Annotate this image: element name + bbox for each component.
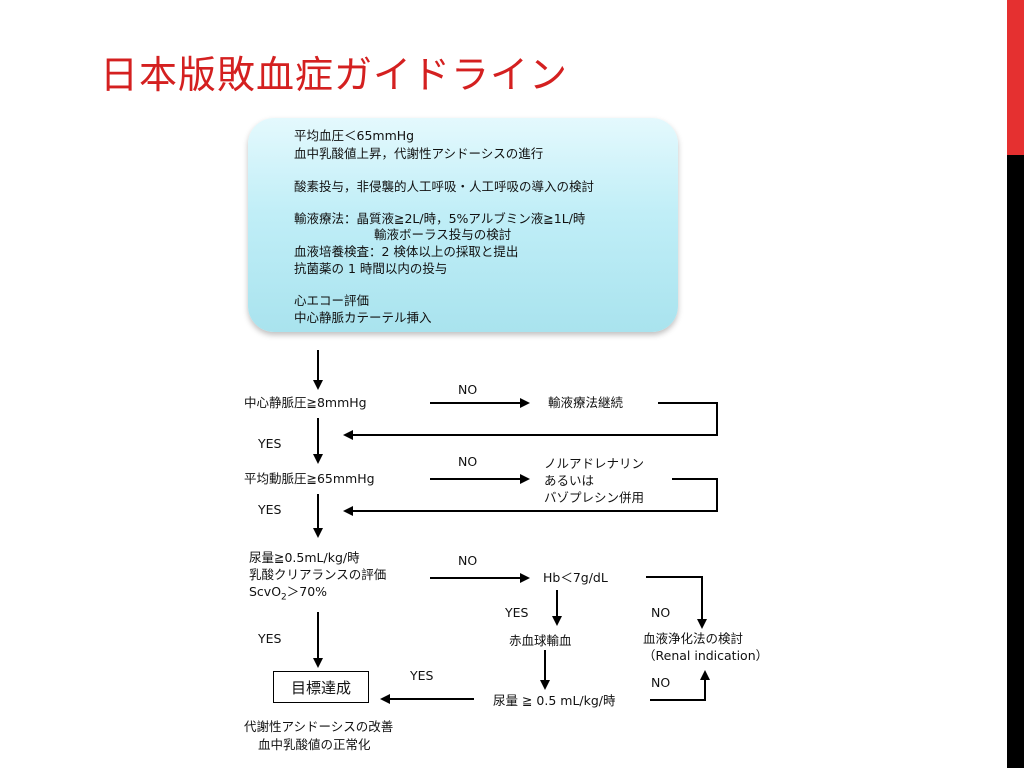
box-line-oxygen: 酸素投与，非侵襲的人工呼吸・人工呼吸の導入の検討 xyxy=(294,179,595,194)
box-line-cvc: 中心静脈カテーテル挿入 xyxy=(294,310,432,325)
box-line-antibiotics: 抗菌薬の 1 時間以内の投与 xyxy=(294,261,448,276)
rbc-transfusion: 赤血球輸血 xyxy=(509,633,572,648)
urine-recheck: 尿量 ≧ 0.5 mL/kg/時 xyxy=(493,693,616,708)
accent-bar-black xyxy=(1007,155,1024,768)
blood-purification: 血液浄化法の検討 xyxy=(643,631,744,646)
label-no-hb: NO xyxy=(651,605,671,620)
label-no-cvp: NO xyxy=(458,382,478,397)
arrow-vaso-loop xyxy=(343,478,718,516)
renal-indication: （Renal indication） xyxy=(643,648,769,663)
box-line-bolus: 輸液ボーラス投与の検討 xyxy=(374,227,512,242)
page-title: 日本版敗血症ガイドライン xyxy=(100,53,569,97)
label-yes-goal: YES xyxy=(410,668,434,683)
accent-bar-red xyxy=(1007,0,1024,155)
box-line-echo: 心エコー評価 xyxy=(294,293,370,308)
label-no-map: NO xyxy=(458,454,478,469)
map-check: 平均動脈圧≧65mmHg xyxy=(244,471,375,486)
vaso-line1: ノルアドレナリン xyxy=(544,456,645,471)
urine-goal-line2: 乳酸クリアランスの評価 xyxy=(249,567,387,582)
label-yes-map: YES xyxy=(258,502,282,517)
result-lactate: 血中乳酸値の正常化 xyxy=(258,737,371,752)
urine-goal-line1: 尿量≧0.5mL/kg/時 xyxy=(249,550,360,565)
urine-goal-line3: ScvO2＞70% xyxy=(249,584,328,603)
label-no-recheck: NO xyxy=(651,675,671,690)
label-yes-hb: YES xyxy=(505,605,529,620)
fluid-continue: 輸液療法継続 xyxy=(548,395,624,410)
arrow-urine-no-up xyxy=(650,670,710,701)
box-line-map: 平均血圧＜65mmHg xyxy=(294,128,415,143)
arrow-fluid-loop xyxy=(343,402,718,440)
label-yes-urine: YES xyxy=(258,631,282,646)
goal-achieved-box: 目標達成 xyxy=(273,671,369,703)
cvp-check: 中心静脈圧≧8mmHg xyxy=(244,395,367,410)
result-acidosis: 代謝性アシドーシスの改善 xyxy=(244,719,394,734)
box-line-culture: 血液培養検査：2 検体以上の採取と提出 xyxy=(294,244,519,259)
initial-measures-box xyxy=(248,118,678,332)
box-line-fluid: 輸液療法：晶質液≧2L/時，5%アルブミン液≧1L/時 xyxy=(294,211,586,226)
box-line-lactate: 血中乳酸値上昇，代謝性アシドーシスの進行 xyxy=(294,146,544,161)
label-yes-cvp: YES xyxy=(258,436,282,451)
arrow-hb-no xyxy=(646,576,707,629)
hb-check: Hb＜7g/dL xyxy=(543,570,608,585)
label-no-urine: NO xyxy=(458,553,478,568)
vaso-line2: あるいは xyxy=(544,473,595,488)
vaso-line3: バゾプレシン併用 xyxy=(544,490,645,505)
